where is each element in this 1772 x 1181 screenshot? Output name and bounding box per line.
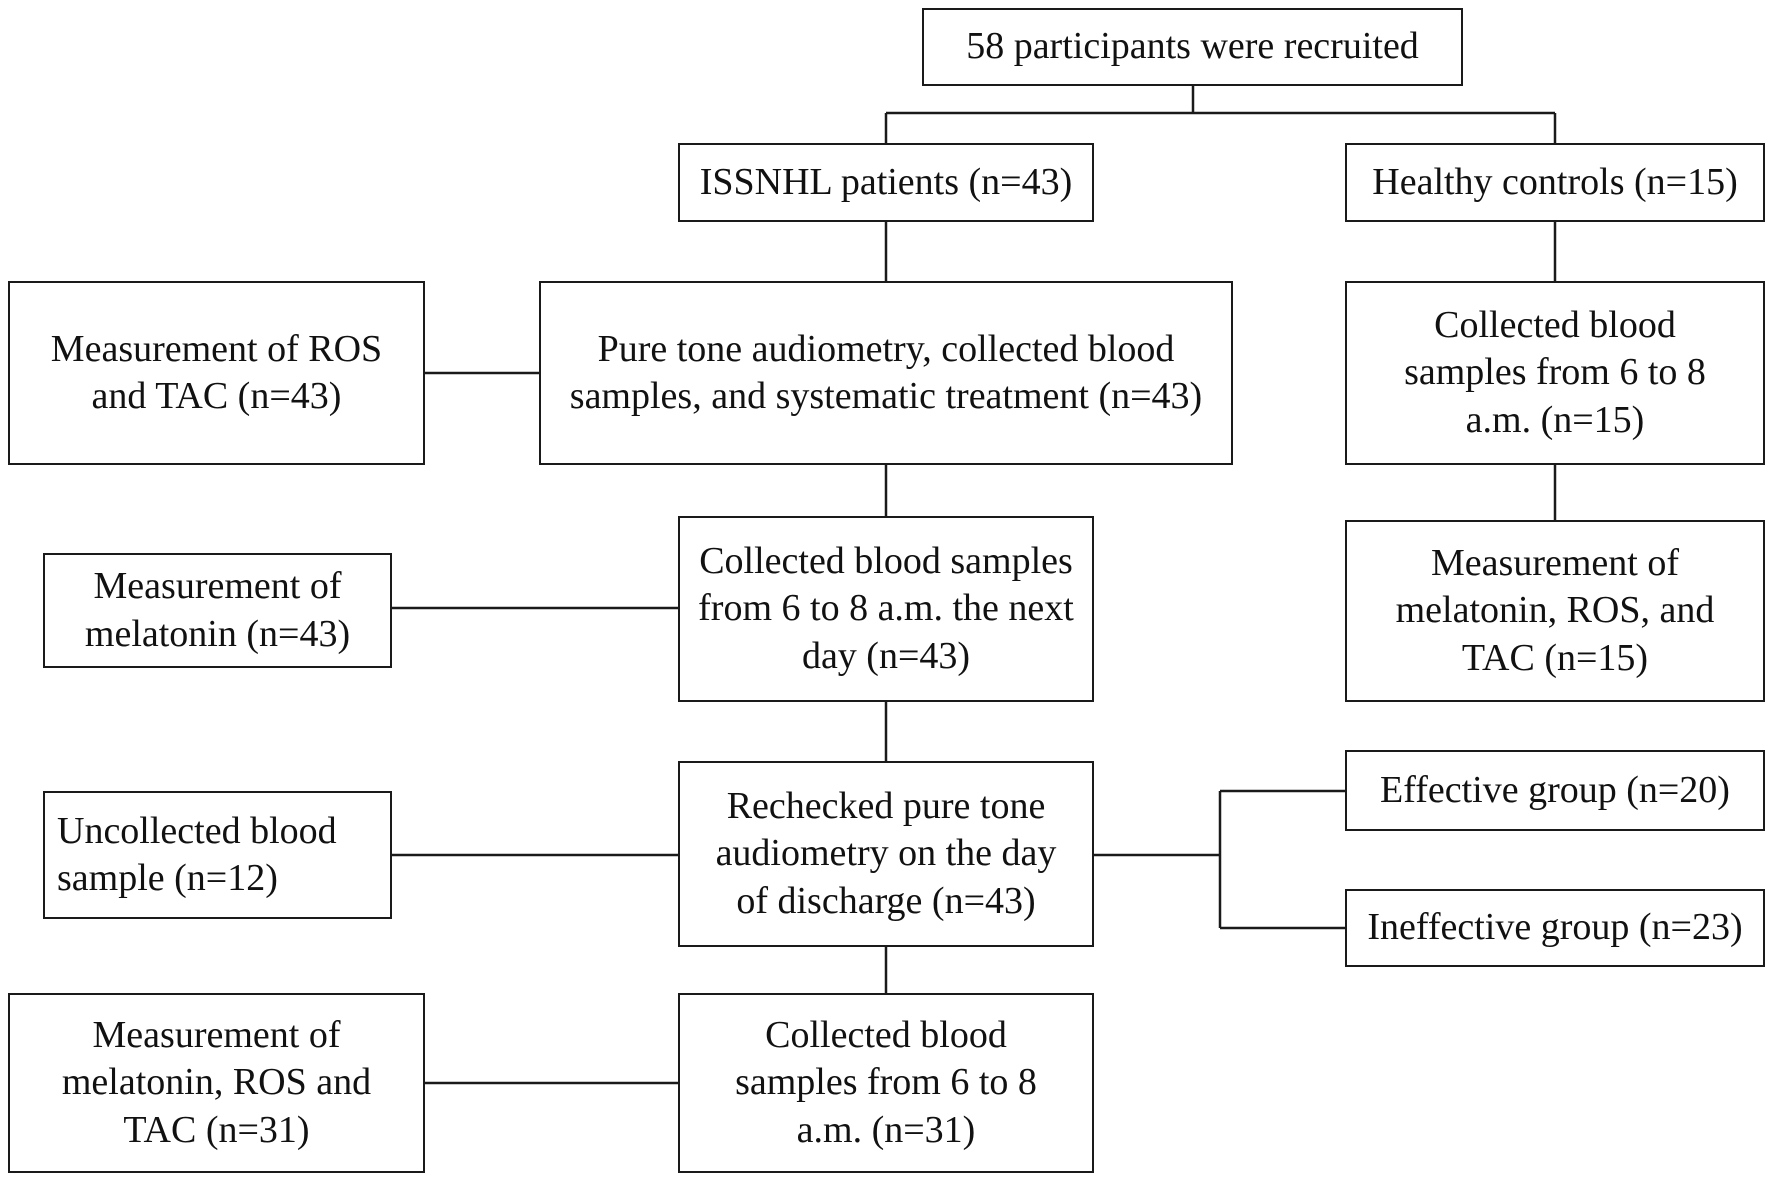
node-collected-next-day-label: Collected blood samples from 6 to 8 a.m.… xyxy=(698,539,1074,677)
node-healthy-label: Healthy controls (n=15) xyxy=(1372,160,1738,203)
node-final-measure-label: Measurement of melatonin, ROS and TAC (n… xyxy=(61,1013,372,1151)
node-issnhl-label: ISSNHL patients (n=43) xyxy=(699,160,1073,203)
node-healthy-controls: Healthy controls (n=15) xyxy=(1345,143,1765,222)
node-rechecked-pta: Rechecked pure tone audiometry on the da… xyxy=(678,761,1094,947)
node-rechecked-pta-label: Rechecked pure tone audiometry on the da… xyxy=(715,784,1057,922)
node-collected-final-label: Collected blood samples from 6 to 8 a.m.… xyxy=(735,1013,1037,1151)
node-healthy-collected: Collected blood samples from 6 to 8 a.m.… xyxy=(1345,281,1765,465)
node-effective: Effective group (n=20) xyxy=(1345,750,1765,831)
node-pta-treatment: Pure tone audiometry, collected blood sa… xyxy=(539,281,1233,465)
node-uncollected-label: Uncollected blood sample (n=12) xyxy=(57,809,337,900)
node-recruited: 58 participants were recruited xyxy=(922,8,1463,86)
node-final-measure: Measurement of melatonin, ROS and TAC (n… xyxy=(8,993,425,1173)
node-collected-next-day: Collected blood samples from 6 to 8 a.m.… xyxy=(678,516,1094,702)
node-ineffective-label: Ineffective group (n=23) xyxy=(1367,906,1743,949)
node-recruited-label: 58 participants were recruited xyxy=(966,25,1419,68)
node-issnhl-patients: ISSNHL patients (n=43) xyxy=(678,143,1094,222)
node-ros-tac-43-label: Measurement of ROS and TAC (n=43) xyxy=(50,327,383,418)
node-healthy-measure-label: Measurement of melatonin, ROS, and TAC (… xyxy=(1395,541,1715,679)
node-healthy-measure: Measurement of melatonin, ROS, and TAC (… xyxy=(1345,520,1765,702)
node-ineffective: Ineffective group (n=23) xyxy=(1345,889,1765,967)
node-melatonin-43-label: Measurement of melatonin (n=43) xyxy=(84,565,351,655)
node-pta-treatment-label: Pure tone audiometry, collected blood sa… xyxy=(569,327,1203,418)
node-uncollected: Uncollected blood sample (n=12) xyxy=(43,791,392,919)
node-healthy-collected-label: Collected blood samples from 6 to 8 a.m.… xyxy=(1404,303,1706,441)
node-melatonin-43: Measurement of melatonin (n=43) xyxy=(43,553,392,668)
node-effective-label: Effective group (n=20) xyxy=(1380,768,1730,811)
node-collected-final: Collected blood samples from 6 to 8 a.m.… xyxy=(678,993,1094,1173)
node-ros-tac-43: Measurement of ROS and TAC (n=43) xyxy=(8,281,425,465)
